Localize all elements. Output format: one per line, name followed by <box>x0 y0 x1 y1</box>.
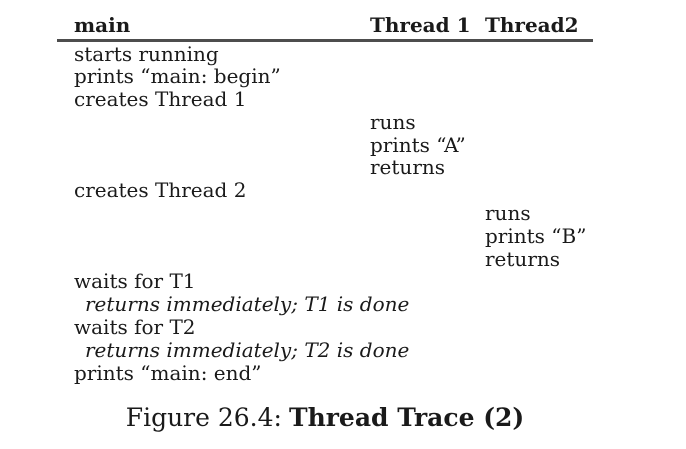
trace-cell-thread1 <box>370 202 485 225</box>
trace-row: starts running <box>57 41 593 66</box>
trace-cell-thread2 <box>485 293 593 316</box>
trace-row: runs <box>57 202 593 225</box>
trace-cell-main: prints “main: begin” <box>74 64 281 89</box>
trace-cell-thread1 <box>370 179 485 202</box>
column-header-main: main <box>74 13 131 37</box>
trace-cell-thread2: prints “B” <box>485 223 587 248</box>
trace-cell-main <box>57 225 370 248</box>
trace-cell-thread1 <box>370 88 485 111</box>
trace-cell-thread1 <box>370 65 485 88</box>
trace-cell-thread1: returns <box>370 155 446 180</box>
trace-row: creates Thread 2 <box>57 179 593 202</box>
column-header-thread2: Thread2 <box>485 13 579 37</box>
trace-cell-thread2 <box>485 156 593 179</box>
trace-row: prints “main: begin” <box>57 65 593 88</box>
trace-cell-thread1 <box>370 225 485 248</box>
figure-caption-label: Figure 26.4: <box>125 403 282 432</box>
trace-cell-main: starts running <box>74 41 219 66</box>
trace-cell-thread1 <box>370 248 485 271</box>
trace-cell-main <box>57 202 370 225</box>
trace-row: prints “A” <box>57 132 593 157</box>
trace-cell-thread1 <box>370 293 485 316</box>
trace-cell-main <box>57 156 370 179</box>
figure-caption-title: Thread Trace (2) <box>288 403 525 432</box>
trace-cell-main: creates Thread 1 <box>74 87 247 112</box>
trace-row: returns <box>57 156 593 179</box>
trace-cell-main: waits for T2 <box>74 315 196 340</box>
trace-row: returns immediately; T2 is done <box>57 339 593 362</box>
figure-caption: Figure 26.4:Thread Trace (2) <box>0 403 650 433</box>
trace-cell-main: creates Thread 2 <box>74 178 247 203</box>
trace-cell-main <box>57 134 370 157</box>
trace-cell-thread1 <box>370 270 485 293</box>
trace-cell-main: returns immediately; T1 is done <box>85 292 410 317</box>
trace-row: returns <box>57 246 593 271</box>
trace-cell-main: waits for T1 <box>74 269 196 294</box>
trace-cell-thread2 <box>485 339 593 362</box>
table-header-row: main Thread 1 Thread2 <box>57 12 593 38</box>
trace-cell-main: prints “main: end” <box>74 360 262 385</box>
trace-cell-thread1: prints “A” <box>370 132 466 157</box>
trace-cell-thread2: returns <box>485 246 561 271</box>
trace-cell-thread2: runs <box>485 201 531 226</box>
column-header-thread1: Thread 1 <box>370 13 471 37</box>
trace-cell-thread2 <box>485 88 593 111</box>
trace-cell-thread2 <box>485 179 593 202</box>
trace-cell-thread1 <box>370 316 485 339</box>
trace-cell-thread2 <box>485 111 593 134</box>
trace-row: runs <box>57 111 593 134</box>
trace-cell-thread1 <box>370 43 485 66</box>
header-divider-rule <box>57 39 593 42</box>
trace-row: waits for T2 <box>57 316 593 339</box>
trace-cell-thread2 <box>485 270 593 293</box>
trace-cell-main: returns immediately; T2 is done <box>85 337 410 362</box>
trace-row: returns immediately; T1 is done <box>57 293 593 316</box>
trace-cell-thread2 <box>485 362 593 385</box>
trace-row: prints “B” <box>57 225 593 248</box>
trace-row: creates Thread 1 <box>57 88 593 111</box>
trace-cell-thread1 <box>370 339 485 362</box>
trace-cell-thread2 <box>485 43 593 66</box>
trace-cell-thread1 <box>370 362 485 385</box>
trace-row: prints “main: end” <box>57 360 593 385</box>
trace-cell-main <box>57 111 370 134</box>
trace-cell-thread1: runs <box>370 109 416 134</box>
trace-cell-thread2 <box>485 316 593 339</box>
trace-cell-thread2 <box>485 65 593 88</box>
trace-cell-main <box>57 248 370 271</box>
trace-cell-thread2 <box>485 134 593 157</box>
trace-row: waits for T1 <box>57 270 593 293</box>
